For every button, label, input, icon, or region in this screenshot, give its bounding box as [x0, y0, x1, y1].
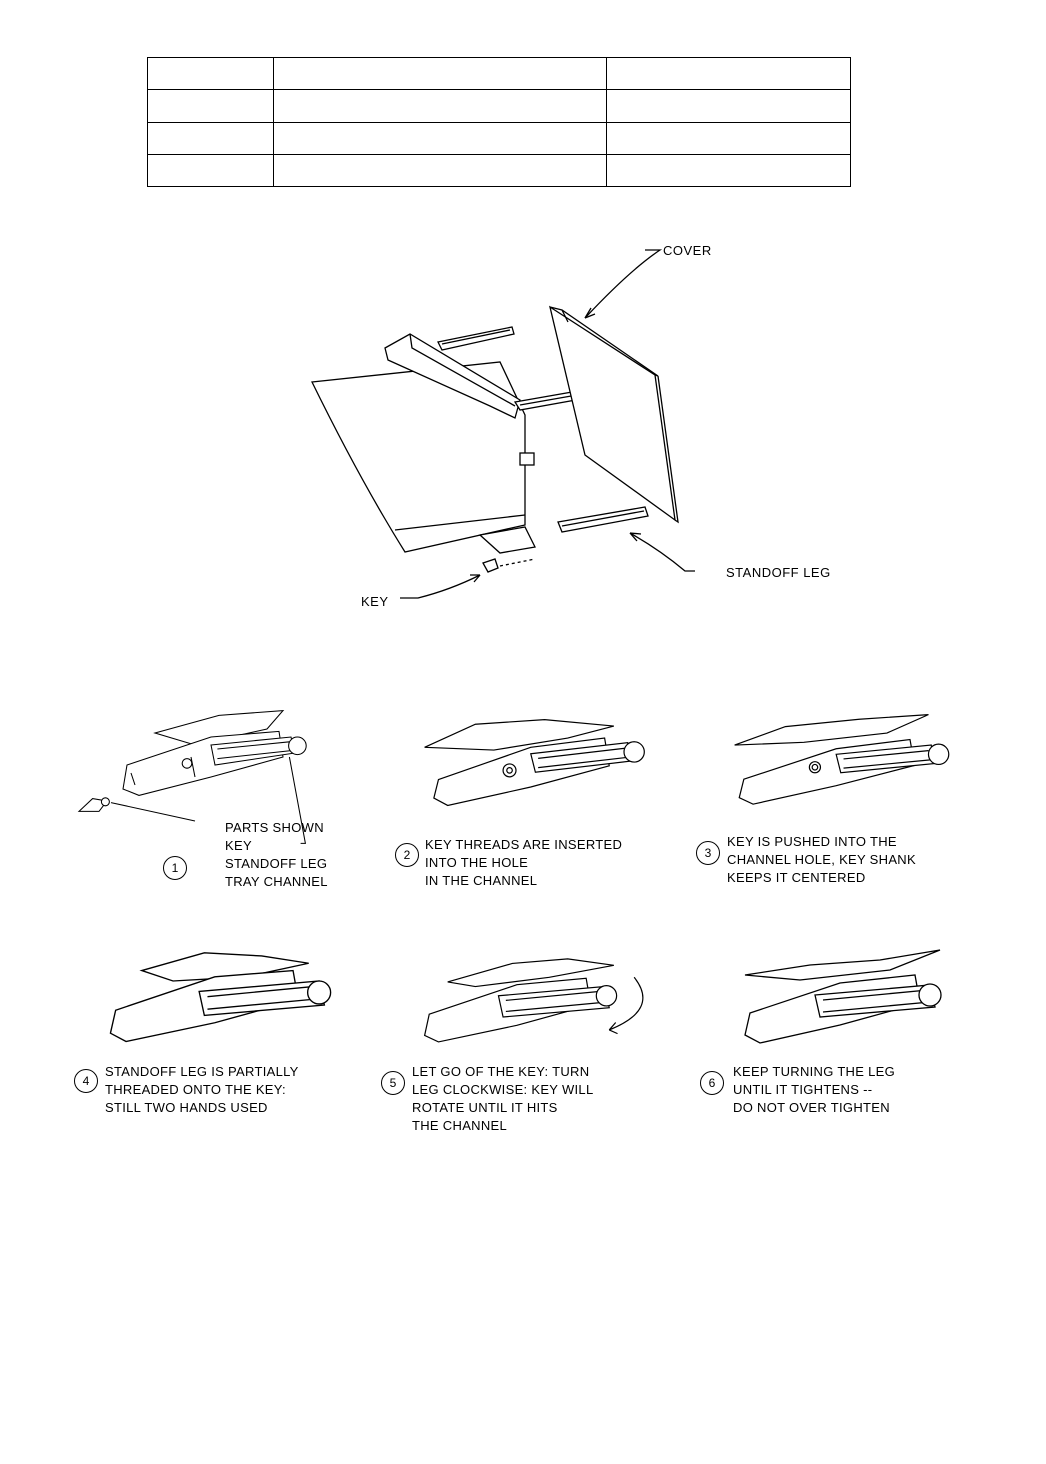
- exploded-assembly-drawing: [311, 249, 695, 599]
- step-3-number: 3: [696, 841, 720, 865]
- table-row: [147, 153, 852, 188]
- table-row: [147, 56, 852, 91]
- step-4-number: 4: [74, 1069, 98, 1093]
- step-2-number: 2: [395, 843, 419, 867]
- table-row: [147, 121, 852, 155]
- step-3-illustration: [734, 714, 950, 805]
- step-6-number: 6: [700, 1071, 724, 1095]
- step-5-number: 5: [381, 1071, 405, 1095]
- standoff-leg-label: STANDOFF LEG: [726, 565, 831, 580]
- step-1-illustration: [77, 709, 307, 844]
- step-4-illustration: [109, 952, 332, 1043]
- header-table: [147, 56, 852, 188]
- step-5-illustration: [423, 958, 644, 1043]
- step-2-illustration: [424, 719, 645, 807]
- step-1-number: 1: [163, 856, 187, 880]
- key-label: KEY: [361, 594, 389, 609]
- cover-label: COVER: [663, 243, 712, 258]
- step-6-illustration: [744, 949, 942, 1044]
- table-row: [147, 89, 852, 123]
